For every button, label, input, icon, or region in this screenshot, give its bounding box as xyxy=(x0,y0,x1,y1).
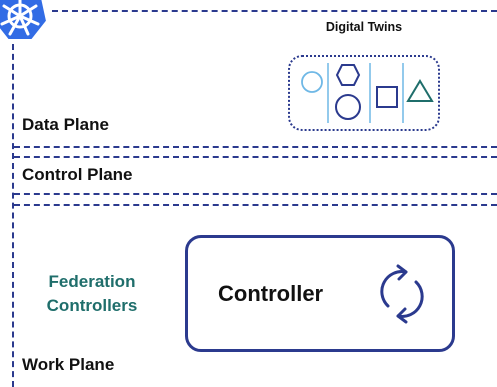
work-plane-top-border xyxy=(14,204,497,206)
planes-left-border xyxy=(12,44,14,387)
circle-icon xyxy=(301,71,323,93)
work-plane-label: Work Plane xyxy=(22,355,115,374)
sync-icon xyxy=(380,264,424,324)
square-icon xyxy=(376,86,398,108)
controller-box: Controller xyxy=(185,235,455,352)
hexagon-icon xyxy=(335,64,361,86)
federation-label-line1: Federation xyxy=(48,272,136,291)
control-plane-bottom-border xyxy=(14,193,497,195)
triangle-icon xyxy=(406,79,434,102)
circle-icon xyxy=(335,94,361,120)
control-plane-top-border xyxy=(14,156,497,158)
controller-label: Controller xyxy=(218,280,324,306)
kubernetes-logo-icon xyxy=(0,0,50,44)
federation-controllers-label: Federation Controllers xyxy=(18,270,166,318)
federation-label-line2: Controllers xyxy=(46,296,138,315)
digital-twins-title: Digital Twins xyxy=(325,20,403,34)
control-plane-label: Control Plane xyxy=(22,165,133,184)
data-plane-label: Data Plane xyxy=(22,115,109,134)
data-plane-bottom-border xyxy=(14,146,497,148)
digital-twins-group xyxy=(288,55,440,131)
data-plane-top-border xyxy=(52,10,497,12)
